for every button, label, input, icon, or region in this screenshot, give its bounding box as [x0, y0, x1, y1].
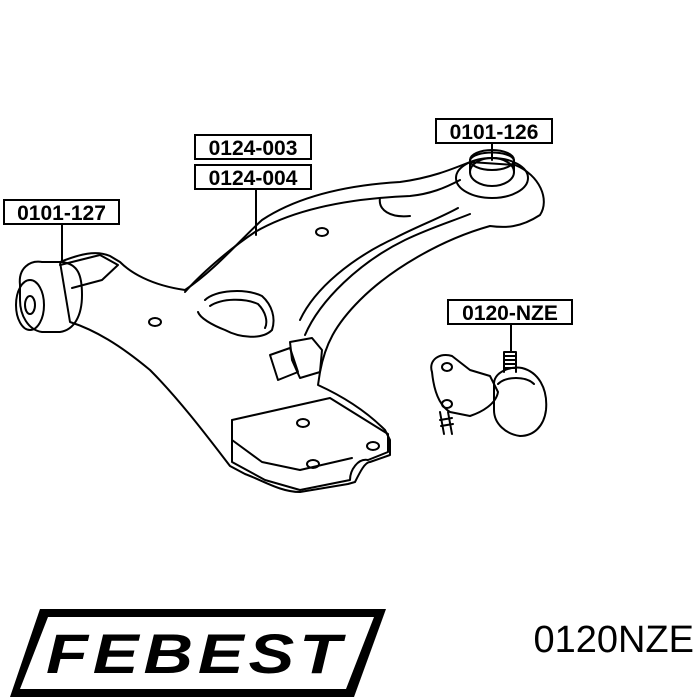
- ball-joint-flange: [430, 354, 499, 417]
- mounting-hole: [296, 418, 310, 428]
- ball-joint-stud-thread: [503, 355, 517, 369]
- rear-bushing-clamp-inner: [209, 298, 268, 329]
- link-bolt-head: [289, 337, 323, 379]
- front-bushing-housing: [18, 260, 83, 333]
- label-0101-127[interactable]: 0101-127: [3, 199, 120, 225]
- arm-inner-curve: [378, 197, 411, 218]
- arm-lower-rib: [304, 213, 471, 336]
- mounting-plate-face: [231, 419, 353, 471]
- label-0124-004[interactable]: 0124-004: [194, 164, 312, 190]
- label-0120-nze[interactable]: 0120-NZE: [447, 299, 573, 325]
- mounting-hole: [315, 227, 329, 237]
- front-bushing-bracket: [59, 254, 119, 289]
- label-0101-126[interactable]: 0101-126: [435, 118, 553, 144]
- logo-text: FEBEST: [46, 622, 347, 685]
- mounting-hole: [306, 459, 320, 469]
- front-bushing-core: [24, 295, 36, 315]
- arm-lower-rib-2: [299, 207, 459, 321]
- arm-upper-edge: [184, 179, 461, 293]
- logo-frame-inner: [20, 617, 374, 689]
- febest-logo: FEBEST: [10, 609, 386, 697]
- ball-joint-boot: [497, 377, 535, 385]
- ball-joint-hole: [441, 399, 453, 409]
- front-bushing: [15, 279, 45, 331]
- mounting-hole: [366, 441, 380, 451]
- vertical-bushing: [469, 157, 515, 187]
- ball-joint-lower-bolt: [439, 411, 454, 435]
- mounting-hole: [148, 317, 162, 327]
- mounting-plate: [231, 397, 389, 491]
- part-number: 0120NZE: [533, 619, 694, 661]
- ball-joint-hole: [441, 362, 453, 372]
- label-0124-003[interactable]: 0124-003: [194, 134, 312, 160]
- rear-bushing-clamp: [197, 290, 275, 338]
